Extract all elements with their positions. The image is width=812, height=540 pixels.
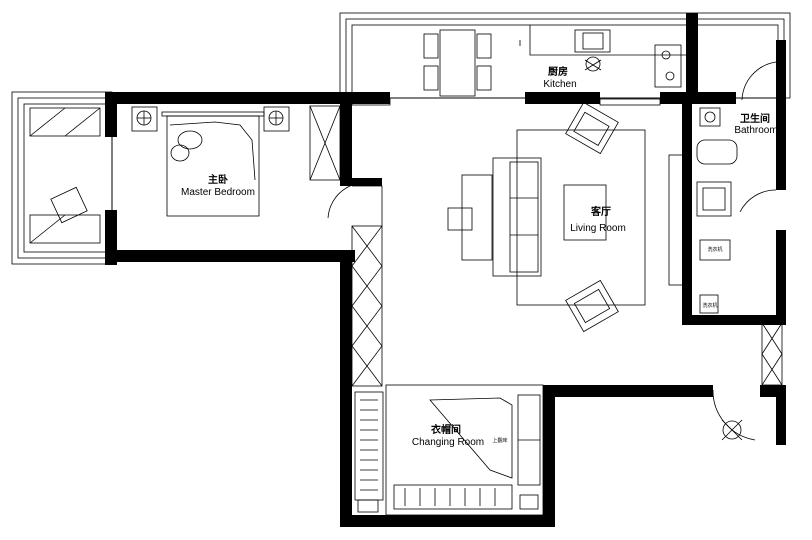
master-bedroom-furniture xyxy=(29,105,383,244)
wall-segment xyxy=(340,515,555,527)
room-labels: 主卧 Master Bedroom 厨房 Kitchen 卫生间 Bathroo… xyxy=(181,65,778,448)
wall-segment xyxy=(776,90,786,190)
living-room-label-en: Living Room xyxy=(570,223,626,234)
armchair xyxy=(565,279,619,333)
living-room-label-cn: 客厅 xyxy=(590,205,611,218)
pillow xyxy=(177,130,203,150)
bathroom-label-cn: 卫生间 xyxy=(740,112,770,125)
wall-segment xyxy=(543,385,713,397)
bedroom-door-swing xyxy=(327,182,383,219)
storage-cabinet xyxy=(761,322,783,386)
fold-up-bed-label: 上翻床 xyxy=(492,437,507,444)
dining-table xyxy=(439,29,476,97)
stool xyxy=(447,207,473,231)
changing-room-furniture xyxy=(354,384,544,516)
wall-segment xyxy=(682,315,786,325)
wall-segment xyxy=(345,92,390,104)
wall-segment xyxy=(776,40,786,100)
sink-cabinet xyxy=(696,181,732,217)
kitchen-label-cn: 厨房 xyxy=(548,65,568,78)
chair xyxy=(476,33,492,59)
clothes-rack xyxy=(354,391,384,501)
coffee-table xyxy=(563,184,607,241)
wall-segment xyxy=(340,250,352,525)
wall-segment xyxy=(525,92,600,104)
master-bedroom-label-cn: 主卧 xyxy=(208,173,228,186)
changing-room-label-cn: 衣帽间 xyxy=(431,423,461,436)
balcony-chair xyxy=(50,186,88,224)
kitchen-label-en: Kitchen xyxy=(543,79,576,90)
living-room-furniture xyxy=(351,101,684,387)
washing-machine xyxy=(699,239,731,261)
balcony-cabinet xyxy=(29,214,101,244)
balcony-cabinet xyxy=(29,107,101,137)
wall-segment xyxy=(686,92,736,104)
cook-figure-icon xyxy=(585,56,601,72)
master-bedroom-label-en: Master Bedroom xyxy=(181,187,255,198)
counter xyxy=(529,25,686,56)
washing-machine-label: 洗衣机 xyxy=(707,246,722,253)
sofa xyxy=(492,157,542,277)
chair xyxy=(423,33,439,59)
walls xyxy=(105,13,786,527)
bathroom-label-en: Bathroom xyxy=(734,125,777,136)
chair xyxy=(476,65,492,91)
person-figure-icon xyxy=(722,420,742,440)
nightstand xyxy=(131,106,158,132)
nightstand xyxy=(263,106,290,132)
wall-segment xyxy=(686,13,698,103)
wall-segment xyxy=(682,100,692,325)
wall-segment xyxy=(776,385,786,445)
wall-segment xyxy=(105,92,350,104)
balcony-outlines xyxy=(11,12,791,265)
side-table xyxy=(461,174,493,261)
wall-segment xyxy=(340,178,382,186)
washbasin xyxy=(699,107,721,127)
wall-segment xyxy=(105,250,355,262)
wall-segment xyxy=(340,92,352,182)
wall-segment xyxy=(776,230,786,325)
wardrobe xyxy=(309,105,341,181)
wall-segment xyxy=(543,385,555,527)
bathroom-door-swing xyxy=(739,189,777,213)
kitchen-furniture xyxy=(351,25,686,106)
shoe-rack xyxy=(393,484,513,510)
chair xyxy=(423,65,439,91)
sink xyxy=(574,29,611,53)
bed-headboard xyxy=(161,111,265,117)
changing-room-label-en: Changing Room xyxy=(412,437,484,448)
shoe-cabinet xyxy=(351,225,383,387)
toilet xyxy=(696,139,738,165)
fold-up-bed xyxy=(429,397,513,479)
washing-machine-label-2: 洗衣机 xyxy=(702,302,717,309)
bathroom-furniture xyxy=(686,61,783,441)
rug xyxy=(516,129,646,306)
pillow xyxy=(170,144,190,162)
changing-room-outline xyxy=(385,384,544,516)
stove xyxy=(654,44,682,88)
armchair xyxy=(565,101,619,155)
wall-segment xyxy=(105,92,117,137)
tv-cabinet xyxy=(668,154,684,286)
